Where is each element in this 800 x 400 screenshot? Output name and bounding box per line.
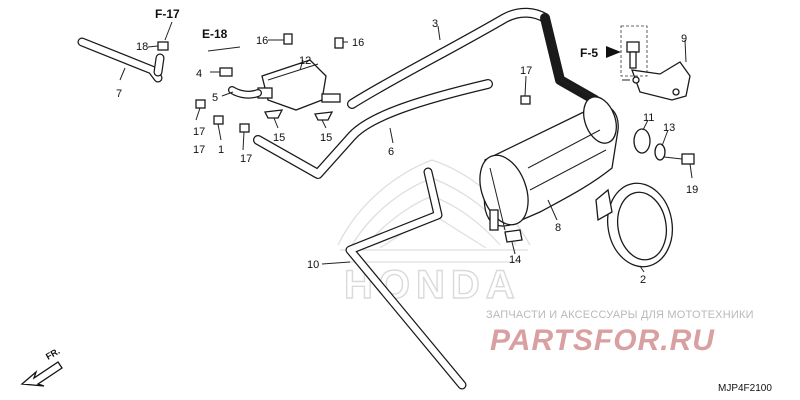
- hose-7: [77, 37, 165, 83]
- hose-5: [228, 86, 262, 99]
- callout-3: 3: [432, 18, 438, 30]
- front-arrow-icon: [20, 361, 63, 387]
- screw-16-a: [283, 33, 293, 45]
- callout-17-c: 17: [520, 65, 532, 77]
- callout-13: 13: [663, 122, 675, 134]
- front-indicator-label: FR.: [44, 346, 62, 362]
- washer: [654, 143, 666, 161]
- ref-e18: E-18: [202, 27, 228, 41]
- callout-8: 8: [555, 222, 561, 234]
- callout-17-d: 17: [193, 144, 205, 156]
- callout-12: 12: [299, 55, 311, 67]
- ref-f5: F-5: [580, 46, 621, 60]
- grommet: [633, 128, 651, 154]
- canister-band: [595, 182, 673, 268]
- ref-label-f5: F-5: [580, 46, 598, 60]
- ref-f17: F-17: [155, 7, 180, 41]
- diagram-code: MJP4F2100: [718, 383, 772, 394]
- callout-15-a: 15: [273, 132, 285, 144]
- callout-14: 14: [509, 254, 521, 266]
- callout-7: 7: [116, 88, 122, 100]
- joint: [219, 67, 233, 77]
- callout-2: 2: [640, 274, 646, 286]
- bracket: [631, 61, 691, 101]
- clip-17-a: [195, 99, 206, 109]
- leader-lines: [119, 25, 693, 273]
- callout-16-a: 16: [256, 35, 268, 47]
- clip-17-b: [213, 115, 224, 125]
- charcoal-canister: [479, 96, 619, 231]
- callout-6: 6: [388, 146, 394, 158]
- flange-bolt: [626, 41, 640, 69]
- front-indicator: FR.: [20, 346, 63, 387]
- callout-16-b: 16: [352, 37, 364, 49]
- callout-18: 18: [136, 41, 148, 53]
- callout-1: 1: [218, 144, 224, 156]
- clip-14: [504, 229, 523, 243]
- callout-17-a: 17: [193, 126, 205, 138]
- clip-18: [157, 41, 169, 51]
- ref-label-e18: E-18: [202, 27, 228, 41]
- callout-4: 4: [196, 68, 202, 80]
- bolt-dashed-frame: [620, 25, 648, 77]
- bolt-19: [663, 153, 695, 165]
- callout-15-b: 15: [320, 132, 332, 144]
- callout-17-b: 17: [240, 153, 252, 165]
- callout-9: 9: [681, 33, 687, 45]
- hose-10: [345, 167, 467, 390]
- callout-19: 19: [686, 184, 698, 196]
- purge-control-solenoid-valve: [257, 59, 341, 111]
- clip-17-d: [520, 95, 531, 105]
- watermark-brand: PARTSFOR.RU: [490, 324, 715, 357]
- clip-15-a: [264, 109, 284, 119]
- ref-label-f17: F-17: [155, 7, 180, 21]
- hose-3: [347, 7, 601, 109]
- callout-5: 5: [212, 92, 218, 104]
- hose-6: [253, 79, 493, 179]
- clip-17-c: [239, 123, 250, 133]
- clip-15-b: [314, 111, 334, 121]
- arrow-right-icon: [606, 46, 621, 58]
- callout-10: 10: [307, 259, 319, 271]
- callout-11: 11: [643, 112, 654, 124]
- watermark-subtitle: ЗАПЧАСТИ И АКСЕССУАРЫ ДЛЯ МОТОТЕХНИКИ: [486, 309, 754, 321]
- screw-16-b: [334, 37, 344, 49]
